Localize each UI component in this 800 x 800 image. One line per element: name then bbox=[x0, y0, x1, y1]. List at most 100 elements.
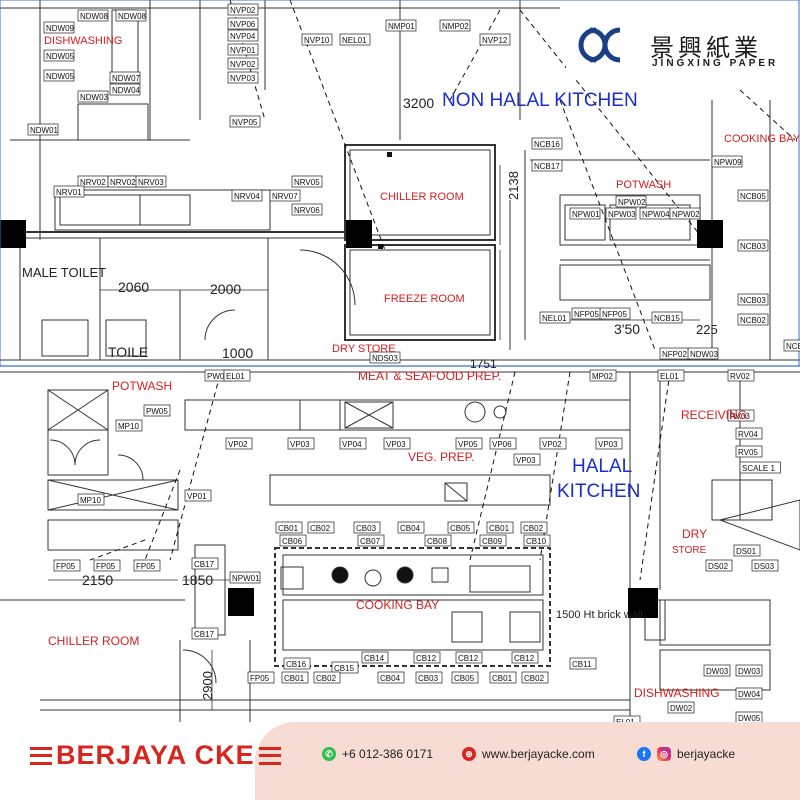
equipment-code-tag: VP03 bbox=[513, 453, 541, 466]
equipment-code-text: NRV03 bbox=[138, 178, 164, 187]
equipment-code-text: DW05 bbox=[738, 714, 761, 722]
equipment-code-text: VP04 bbox=[342, 440, 362, 449]
equipment-code-text: NVP02 bbox=[230, 60, 256, 69]
equipment-code-text: NPW09 bbox=[714, 158, 742, 167]
phone-contact[interactable]: ✆ +6 012-386 0171 bbox=[322, 747, 433, 761]
social-handle-text: berjayacke bbox=[677, 747, 736, 761]
equipment-code-tag: MP02 bbox=[589, 369, 617, 382]
equipment-code-text: CB02 bbox=[310, 524, 331, 533]
equipment-code-text: EL01 bbox=[660, 372, 679, 381]
equipment-code-tag: CB10 bbox=[523, 534, 551, 547]
zone-veg-prep: VEG. PREP. bbox=[408, 450, 474, 464]
equipment-code-text: NCB01 bbox=[786, 342, 800, 351]
dim-2900: 2900 bbox=[200, 671, 215, 700]
dim-225: 225 bbox=[696, 322, 718, 337]
equipment-code-tag: CB15 bbox=[331, 661, 359, 674]
equipment-code-tag: NVP10 bbox=[301, 33, 333, 46]
drain-markers bbox=[378, 152, 392, 249]
dim-brick-wall: 1500 Ht brick wall bbox=[556, 609, 643, 621]
equipment-code-tag: NRV01 bbox=[53, 185, 85, 198]
equipment-code-tag: NFP02 bbox=[659, 347, 691, 360]
equipment-code-text: FP05 bbox=[56, 562, 76, 571]
equipment-code-tag: RV02 bbox=[727, 369, 755, 382]
equipment-code-tag: NPW02 bbox=[669, 207, 701, 220]
equipment-code-tag: NDW08 bbox=[77, 9, 109, 22]
equipment-code-text: NCB05 bbox=[740, 192, 766, 201]
equipment-code-text: NPW03 bbox=[608, 210, 636, 219]
equipment-code-text: VP05 bbox=[458, 440, 478, 449]
equipment-code-tag: NDW03 bbox=[687, 347, 719, 360]
equipment-code-text: NVP06 bbox=[230, 20, 256, 29]
equipment-code-text: CB04 bbox=[380, 674, 401, 683]
equipment-code-text: VP03 bbox=[516, 456, 536, 465]
equipment-code-tag: NVP01 bbox=[227, 43, 259, 56]
equipment-code-tag: VP06 bbox=[489, 437, 517, 450]
zone-potwash-top: POTWASH bbox=[616, 179, 671, 191]
equipment-code-tag: NDW04 bbox=[109, 83, 141, 96]
equipment-code-text: DW03 bbox=[706, 667, 729, 676]
zone-meat-seafood-prep: MEAT & SEAFOOD PREP. bbox=[358, 369, 501, 383]
equipment-code-tag: NPW01 bbox=[569, 207, 601, 220]
equipment-code-tag: CB03 bbox=[353, 521, 381, 534]
equipment-code-tag: EL01 bbox=[613, 715, 641, 722]
equipment-code-text: RV03 bbox=[730, 412, 750, 421]
equipment-code-tag: VP03 bbox=[383, 437, 411, 450]
dim-3200: 3200 bbox=[403, 95, 434, 111]
website-link[interactable]: ⊕ www.berjayacke.com bbox=[462, 747, 595, 761]
equipment-code-text: CB12 bbox=[416, 654, 437, 663]
equipment-code-tag: VP05 bbox=[455, 437, 483, 450]
equipment-code-tag: NPW01 bbox=[229, 571, 261, 584]
equipment-code-text: NDW01 bbox=[30, 126, 59, 135]
equipment-code-text: NFP05 bbox=[574, 310, 599, 319]
social-handle[interactable]: f ◎ berjayacke bbox=[637, 747, 735, 761]
equipment-code-text: NCB02 bbox=[740, 316, 766, 325]
equipment-code-text: CB16 bbox=[286, 660, 307, 669]
equipment-code-text: NCB03 bbox=[740, 296, 766, 305]
equipment-code-text: RV05 bbox=[738, 448, 758, 457]
phone-number: +6 012-386 0171 bbox=[342, 747, 434, 761]
equipment-code-tag: CB01 bbox=[486, 521, 514, 534]
equipment-code-tag: CB17 bbox=[191, 557, 219, 570]
equipment-code-text: NMP02 bbox=[442, 22, 469, 31]
equipment-code-text: NDW09 bbox=[46, 24, 75, 33]
equipment-code-text: FP05 bbox=[136, 562, 156, 571]
equipment-code-text: NVP12 bbox=[482, 36, 508, 45]
equipment-code-tag: FP05 bbox=[53, 559, 81, 572]
zone-potwash-bottom: POTWASH bbox=[112, 379, 172, 393]
equipment-code-text: DW03 bbox=[738, 667, 761, 676]
zone-chiller-room-bottom: CHILLER ROOM bbox=[48, 634, 139, 648]
equipment-code-text: DW02 bbox=[670, 704, 693, 713]
equipment-code-text: CB04 bbox=[400, 524, 421, 533]
equipment-code-tag: VP03 bbox=[287, 437, 315, 450]
equipment-code-text: CB05 bbox=[450, 524, 471, 533]
equipment-code-tag: CB14 bbox=[361, 651, 389, 664]
logo-stripes-right-icon bbox=[258, 746, 281, 765]
equipment-code-tag: NDW05 bbox=[43, 69, 75, 82]
equipment-code-tag: NRV02 bbox=[77, 175, 109, 188]
facebook-icon: f bbox=[637, 747, 651, 761]
zone-cooking-bay-bottom: COOKING BAY bbox=[356, 598, 439, 612]
dimension-labels: 3200 2060 2000 1000 3'50 225 2138 2150 1… bbox=[82, 95, 718, 700]
equipment-code-text: CB01 bbox=[278, 524, 299, 533]
equipment-code-tag: NVP06 bbox=[227, 17, 259, 30]
equipment-code-tag: NEL01 bbox=[339, 33, 371, 46]
equipment-code-tag: CB17 bbox=[191, 627, 219, 640]
equipment-code-text: CB01 bbox=[492, 674, 513, 683]
equipment-code-text: NPW01 bbox=[572, 210, 600, 219]
jingxing-logo-icon bbox=[578, 27, 621, 63]
equipment-code-text: NCB15 bbox=[654, 314, 680, 323]
dim-1850: 1850 bbox=[182, 572, 213, 588]
logo-english-name: JINGXING PAPER bbox=[652, 58, 779, 69]
equipment-code-text: VP06 bbox=[492, 440, 512, 449]
equipment-code-text: CB08 bbox=[427, 537, 448, 546]
equipment-code-text: DS03 bbox=[754, 562, 775, 571]
equipment-code-text: NRV04 bbox=[234, 192, 260, 201]
label-male-toilet: MALE TOILET bbox=[22, 265, 106, 280]
equipment-code-tag: NVP02 bbox=[227, 57, 259, 70]
equipment-code-text: NPW04 bbox=[642, 210, 670, 219]
equipment-code-text: NDW07 bbox=[112, 74, 141, 83]
equipment-code-tag: DW04 bbox=[735, 687, 763, 700]
equipment-code-text: MP02 bbox=[592, 372, 613, 381]
equipment-code-text: PW05 bbox=[146, 407, 168, 416]
equipment-code-tag: CB02 bbox=[521, 671, 549, 684]
